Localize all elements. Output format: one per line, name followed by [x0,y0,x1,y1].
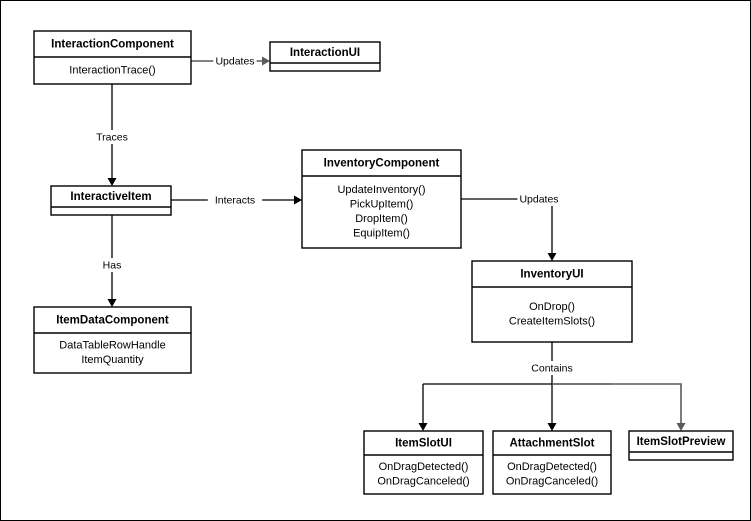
edge-path [552,383,682,424]
uml-class-ItemSlotPreview[interactable]: ItemSlotPreview [628,430,734,461]
uml-class-InteractionUI[interactable]: InteractionUI [269,41,381,72]
class-box-outline [628,430,734,461]
class-member: UpdateInventory() [337,184,425,196]
uml-class-InteractiveItem[interactable]: InteractiveItem [50,185,172,216]
edge-edge-interacts-inventorycomponent: Interacts [171,193,302,207]
edge-label-backdrop [517,192,561,206]
edge-arrowhead [294,195,302,205]
edge-edge-updates-inventoryui: Updates [461,192,561,261]
class-box-outline [33,306,192,374]
edge-edge-contains-attachmentslot [547,384,557,431]
class-name: AttachmentSlot [510,438,595,450]
class-name: InventoryUI [520,269,583,281]
class-member: DataTableRowHandle [59,340,165,352]
class-box-outline [269,41,381,72]
class-member: OnDragDetected() [379,461,469,473]
uml-class-InventoryUI[interactable]: InventoryUI OnDrop() CreateItemSlots() [471,260,633,343]
class-name: ItemSlotUI [395,438,452,450]
edge-edge-has-itemdatacomponent: Has [101,215,123,307]
edge-label-backdrop [101,258,123,272]
class-member: OnDragCanceled() [506,476,598,488]
class-member: InteractionTrace() [69,64,155,76]
edge-label: Updates [519,193,558,205]
nodes-layer: InteractionComponentInteractionTrace()In… [33,30,734,495]
edge-edge-traces-interactiveitem: Traces [93,84,131,186]
edge-arrowhead [107,299,117,307]
class-member: CreateItemSlots() [509,316,595,328]
edge-arrowhead [676,423,686,431]
edge-arrowhead [418,423,428,431]
class-member: OnDragDetected() [507,461,597,473]
class-box-outline [301,149,462,249]
edge-label-backdrop [527,361,577,375]
class-box-outline [50,185,172,216]
edge-label-backdrop [213,54,257,68]
class-name: ItemDataComponent [56,315,169,327]
edge-path [422,342,611,424]
uml-class-ItemDataComponent[interactable]: ItemDataComponentDataTableRowHandleItemQ… [33,306,192,374]
edge-arrowhead [547,423,557,431]
class-box-outline [492,430,612,495]
class-box-outline [363,430,484,495]
edge-label: Updates [215,55,254,67]
class-member: ItemQuantity [81,354,144,366]
edge-label: Contains [531,362,572,374]
class-member: EquipItem() [353,228,410,240]
class-member: OnDrop() [529,301,575,313]
class-name: InteractionComponent [51,39,174,51]
edge-label-backdrop [93,130,131,144]
class-name: InteractionUI [290,47,360,59]
class-member: OnDragCanceled() [377,476,469,488]
uml-class-ItemSlotUI[interactable]: ItemSlotUI OnDragDetected() OnDragCanceled… [363,430,484,495]
edge-edge-updates-interactionui: Updates [191,54,270,68]
edge-arrowhead [262,56,270,66]
class-box-outline [471,260,633,343]
edge-edge-contains-itemslotui: Contains [418,342,611,431]
class-name: InteractiveItem [70,191,151,203]
edge-edge-contains-itemslotpreview [552,383,686,431]
class-name: ItemSlotPreview [637,436,726,448]
edge-label-backdrop [207,193,263,207]
edge-path [461,198,553,254]
edge-label: Traces [96,131,128,143]
class-member: DropItem() [355,213,408,225]
edge-arrowhead [547,253,557,261]
edge-arrowhead [107,178,117,186]
class-member: PickUpItem() [350,199,414,211]
edge-label: Interacts [215,194,255,206]
edge-label: Has [103,259,122,271]
class-name: InventoryComponent [324,158,440,170]
